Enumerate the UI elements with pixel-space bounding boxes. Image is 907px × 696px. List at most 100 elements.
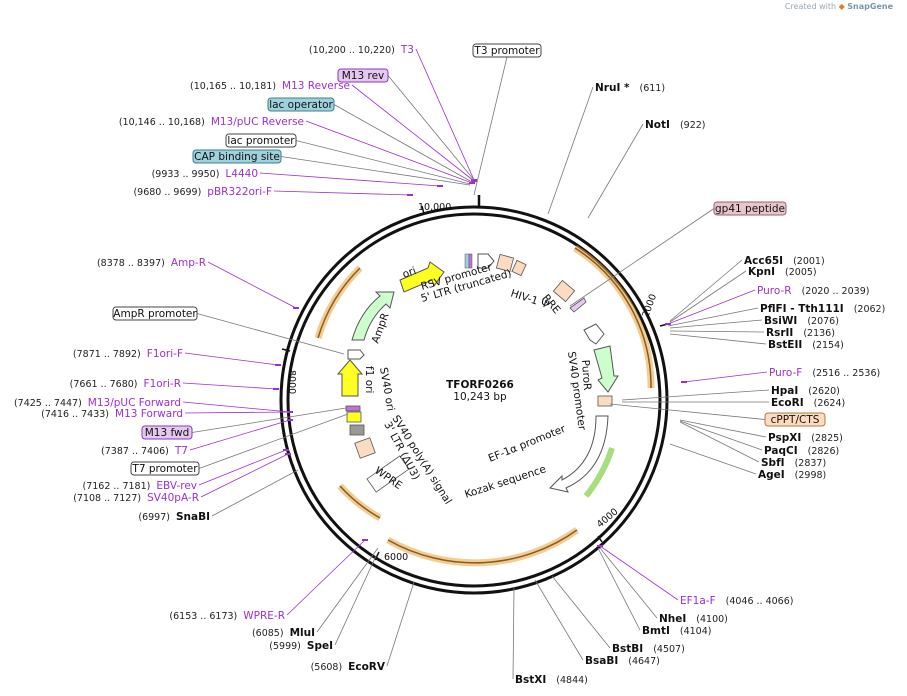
label-bsabi: BsaBI: [585, 655, 618, 667]
label-bstbi: BstBI: [612, 643, 643, 655]
leader-m13f: [184, 411, 291, 414]
ampr-arrow: [351, 291, 395, 341]
leader-noti: [587, 123, 644, 219]
label-paqci: PaqCI: [764, 445, 798, 457]
leader-t7prom: [198, 413, 349, 469]
label-ampr-range: (8378 .. 8397): [97, 258, 165, 269]
label-box-gp41: [713, 201, 787, 216]
label-m13fwd: M13 fwd: [145, 427, 190, 439]
label-rsrii-range: (2136): [803, 328, 835, 339]
leader-f1orir: [182, 382, 277, 390]
sv40-pa-block: [349, 424, 365, 436]
label-m13puc-range: (10,146 .. 10,168): [119, 117, 205, 128]
leader-m13fwd: [191, 407, 347, 433]
label-gp41: gp41 peptide: [715, 203, 785, 215]
leader-bsteii: [669, 333, 767, 345]
rsv-promoter-arrow: [477, 253, 495, 269]
label-bsteii-range: (2154): [812, 340, 844, 351]
tick-label-8000: 8000: [286, 370, 297, 394]
label-purof: Puro-F: [769, 367, 802, 379]
tick-mark-10000: [421, 205, 425, 215]
label-m13reverse: M13 Reverse: [282, 80, 350, 92]
label-paqci-range: (2826): [808, 446, 840, 457]
lac-block: [468, 253, 473, 269]
backbone-inner-ring: [286, 212, 662, 588]
feature-f1-ori: f1 ori: [363, 366, 375, 393]
credit-prefix: Created with: [784, 2, 837, 11]
m13-primer-block: [345, 405, 361, 412]
label-nhei-range: (4100): [696, 614, 728, 625]
label-bsiwi: BsiWI: [764, 315, 797, 327]
leader-t3: [415, 48, 475, 181]
label-amprprom: AmpR promoter: [113, 308, 197, 320]
label-ecorv: EcoRV: [348, 661, 386, 673]
label-m13f-range: (7416 .. 7433): [41, 409, 109, 420]
leader-ebv: [198, 449, 287, 486]
leader-nrui: [547, 86, 594, 215]
leader-cppt: [609, 403, 766, 420]
label-t7: T7: [174, 445, 188, 457]
leader-bsiwi: [669, 319, 763, 329]
label-ebv-range: (7162 .. 7181): [83, 481, 151, 492]
label-agei-range: (2998): [795, 470, 827, 481]
credit-brand: SnapGene: [847, 2, 893, 11]
orange-arc-lower-left-core: [339, 485, 381, 519]
label-box-lacprom: [225, 133, 297, 148]
leader-m13pucf: [182, 401, 291, 413]
label-box-amprprom: [112, 306, 198, 321]
puror-arrow: [593, 345, 619, 393]
psi-block: [511, 259, 527, 277]
label-m13reverse-range: (10,165 .. 10,181): [190, 81, 276, 92]
label-nrui: NruI *: [595, 82, 630, 94]
label-bmti: BmtI: [642, 625, 670, 637]
label-t7prom: T7 promoter: [131, 463, 198, 475]
label-ef1af: EF1a-F: [680, 595, 716, 607]
label-hpai-range: (2620): [808, 386, 840, 397]
label-kpni-range: (2005): [785, 267, 817, 278]
feature-kozak-sequence: Kozak sequence: [463, 463, 547, 501]
tick-label-10000: 10,000: [418, 202, 451, 213]
leader-ef1af: [599, 545, 679, 601]
label-spei: SpeI: [307, 640, 333, 652]
feature-puror: PuroR: [579, 359, 593, 390]
leader-t3prom: [473, 56, 508, 196]
leader-m13rev: [387, 75, 475, 181]
label-pspxi: PspXI: [768, 432, 801, 444]
label-box-cppt: [764, 412, 826, 427]
label-m13f: M13 Forward: [115, 408, 183, 420]
leader-nhei: [599, 547, 658, 619]
label-box-m13fwd: [141, 425, 193, 440]
label-ecorv-range: (5608): [311, 662, 343, 673]
label-ecori: EcoRI: [771, 397, 804, 409]
label-sbfi: SbfI: [761, 457, 785, 469]
leader-bstxi: [512, 587, 515, 680]
plasmid-length: 10,243 bp: [453, 391, 507, 403]
leader-wprer: [286, 539, 366, 616]
tick-mark-6000: [374, 551, 380, 561]
label-f1orir-range: (7661 .. 7680): [70, 379, 138, 390]
backbone-outer-ring: [279, 205, 669, 595]
leader-gp41: [569, 208, 715, 307]
feature-ef-1-promoter: EF-1α promoter: [487, 423, 568, 465]
label-box-t3prom: [472, 43, 542, 58]
label-rsrii: RsrII: [766, 327, 793, 339]
leader-ampr: [207, 261, 297, 309]
leader-pbr: [273, 190, 411, 196]
label-box-lacop: [267, 97, 335, 112]
label-cppt: cPPT/CTS: [771, 414, 820, 426]
label-ampr: Amp-R: [171, 257, 206, 269]
label-box-t7prom: [130, 461, 200, 476]
label-snabi-range: (6997): [138, 512, 170, 523]
label-bsteii: BstEII: [768, 339, 802, 351]
leader-sv40pa: [200, 453, 289, 498]
label-m13rev: M13 rev: [342, 70, 385, 82]
sv40-promoter-arrow: [583, 323, 605, 345]
leader-kpni: [669, 270, 747, 323]
orange-arc-left-core: [317, 267, 361, 339]
label-snabi: SnaBI: [176, 511, 210, 523]
label-spei-range: (5999): [269, 641, 301, 652]
cppt-block: [597, 395, 613, 407]
label-box-cap: [192, 149, 282, 164]
label-pbr: pBR322ori-F: [207, 186, 272, 198]
